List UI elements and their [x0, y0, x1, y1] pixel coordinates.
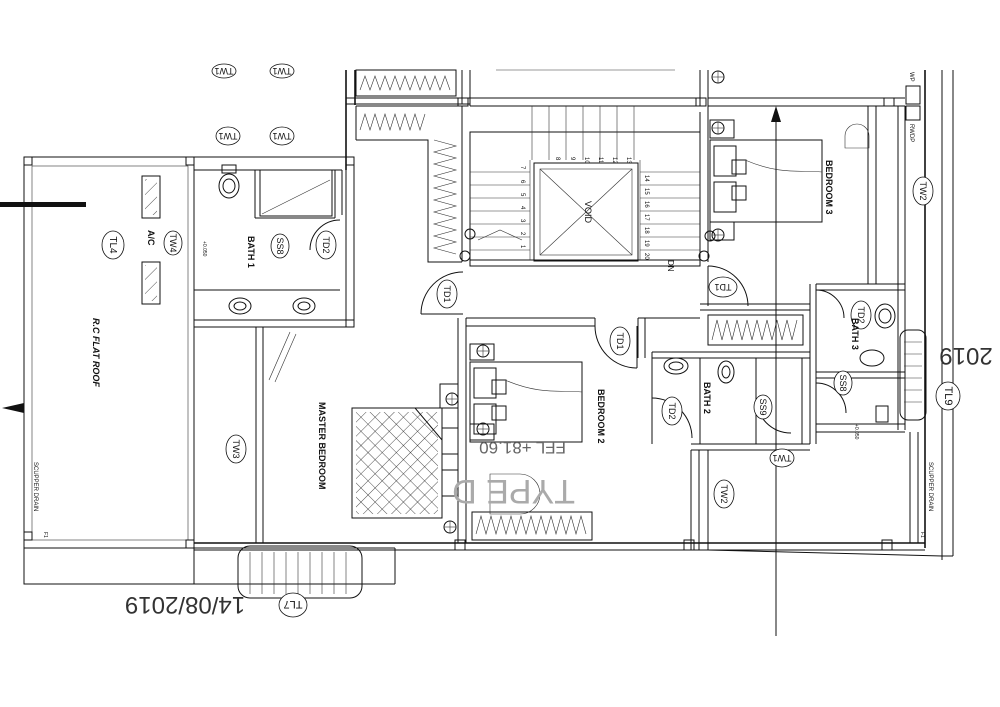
tag-td2-c: TD2 — [856, 306, 866, 323]
tag-f1-a: F1 — [42, 532, 48, 538]
tag-bubbles — [101, 63, 961, 618]
tag-rwdp: RWDP — [908, 124, 914, 142]
room-bath1: BATH 1 — [246, 236, 256, 268]
scupper-drain-left: SCUPPER DRAIN — [32, 462, 38, 511]
ffl-label: FFL +81.60 — [479, 438, 566, 457]
bath-fixtures — [141, 164, 896, 423]
stair-num-right-5: 19 — [643, 240, 649, 247]
tag-td1-b: TD1 — [714, 282, 731, 292]
section-arrow-icon — [771, 106, 781, 122]
wardrobes — [355, 69, 804, 541]
stair-num-top-5: 13 — [625, 157, 631, 164]
room-bath3: BATH 3 — [850, 318, 860, 350]
level-mark: +0.050 — [201, 241, 207, 257]
tag-wp: WP — [908, 72, 914, 82]
tag-td2-a: TD2 — [321, 236, 331, 253]
tag-tw1-c: TW1 — [273, 131, 292, 141]
cut-marker-left — [0, 202, 86, 207]
bedroom3-bed — [709, 119, 823, 241]
tag-td1-c: TD1 — [615, 332, 625, 349]
stair-num-right-6: 20 — [643, 253, 649, 260]
tag-tw3: TW3 — [231, 440, 241, 459]
stair-numbers: 8 9 10 11 12 13 7 6 5 4 3 2 1 14 15 16 1… — [519, 157, 649, 260]
stair-num-left-2: 5 — [519, 193, 525, 197]
stair-num-right-1: 15 — [643, 188, 649, 195]
room-labels: MASTER BEDROOM BEDROOM 2 BEDROOM 3 BATH … — [91, 160, 860, 490]
tag-ss8-b: SS8 — [838, 374, 848, 391]
room-bedroom2: BEDROOM 2 — [596, 389, 606, 444]
tag-f1-b: F1 — [919, 532, 925, 538]
stair-num-left-3: 4 — [519, 206, 525, 210]
stair-num-left-6: 1 — [519, 245, 525, 249]
void-label: VOID — [583, 201, 593, 224]
stair-num-top-2: 10 — [583, 157, 589, 164]
tag-tw2-b: TW2 — [918, 182, 928, 201]
outer-walls — [23, 70, 954, 585]
tag-tw1-a: TW1 — [273, 66, 292, 76]
master-bed — [351, 407, 459, 519]
tag-tl7: TL7 — [284, 598, 303, 610]
room-master-bedroom: MASTER BEDROOM — [317, 402, 327, 490]
type-d-label: TYPE D — [452, 472, 575, 510]
room-bath2: BATH 2 — [702, 382, 712, 414]
tag-td1-a: TD1 — [442, 285, 452, 302]
stair-num-left-0: 7 — [519, 166, 525, 170]
stair-num-top-0: 8 — [554, 157, 560, 161]
tag-tw1-b: TW1 — [215, 66, 234, 76]
stair-num-left-4: 3 — [519, 219, 525, 223]
stair-num-right-2: 16 — [643, 201, 649, 208]
stair-num-top-4: 12 — [611, 157, 617, 164]
bedroom2-bed — [469, 343, 583, 443]
date-stamp-bottom: 14/08/2019 — [125, 591, 245, 618]
staircase — [470, 69, 700, 262]
door-swings — [268, 219, 847, 439]
level-mark-b: +0.050 — [853, 424, 859, 440]
tag-tl4: TL4 — [107, 236, 118, 254]
tag-td2-b: TD2 — [667, 402, 677, 419]
tag-labels: TW1 TW1 TW1 TW1 TW4 TL4 SS8 TD2 TD1 TD1 … — [42, 66, 954, 610]
stair-num-right-4: 18 — [643, 227, 649, 234]
tag-ss8: SS8 — [275, 237, 285, 254]
tag-tw4: TW4 — [168, 234, 178, 253]
tag-tw2-a: TW2 — [719, 485, 729, 504]
tag-tl9: TL9 — [942, 387, 954, 406]
stair-num-right-3: 17 — [643, 214, 649, 221]
date-stamp-right: 2019 — [939, 342, 992, 369]
room-ac: A/C — [146, 230, 156, 246]
room-roof: R.C FLAT ROOF — [91, 318, 101, 387]
arrow-left-icon — [2, 403, 24, 413]
tag-tw1-e: TW1 — [773, 453, 792, 463]
fixture-markers — [443, 70, 921, 534]
tag-ss9: SS9 — [758, 398, 768, 415]
stair-num-left-5: 2 — [519, 232, 525, 236]
stair-num-right-0: 14 — [643, 175, 649, 182]
stair-num-top-1: 9 — [569, 157, 575, 161]
scupper-drain-right: SCUPPER DRAIN — [927, 462, 933, 511]
stair-num-top-3: 11 — [597, 157, 603, 164]
stair-dn-label: DN — [666, 260, 675, 272]
room-bedroom3: BEDROOM 3 — [824, 160, 834, 215]
stair-num-left-1: 6 — [519, 180, 525, 184]
tag-tw1-d: TW1 — [219, 131, 238, 141]
